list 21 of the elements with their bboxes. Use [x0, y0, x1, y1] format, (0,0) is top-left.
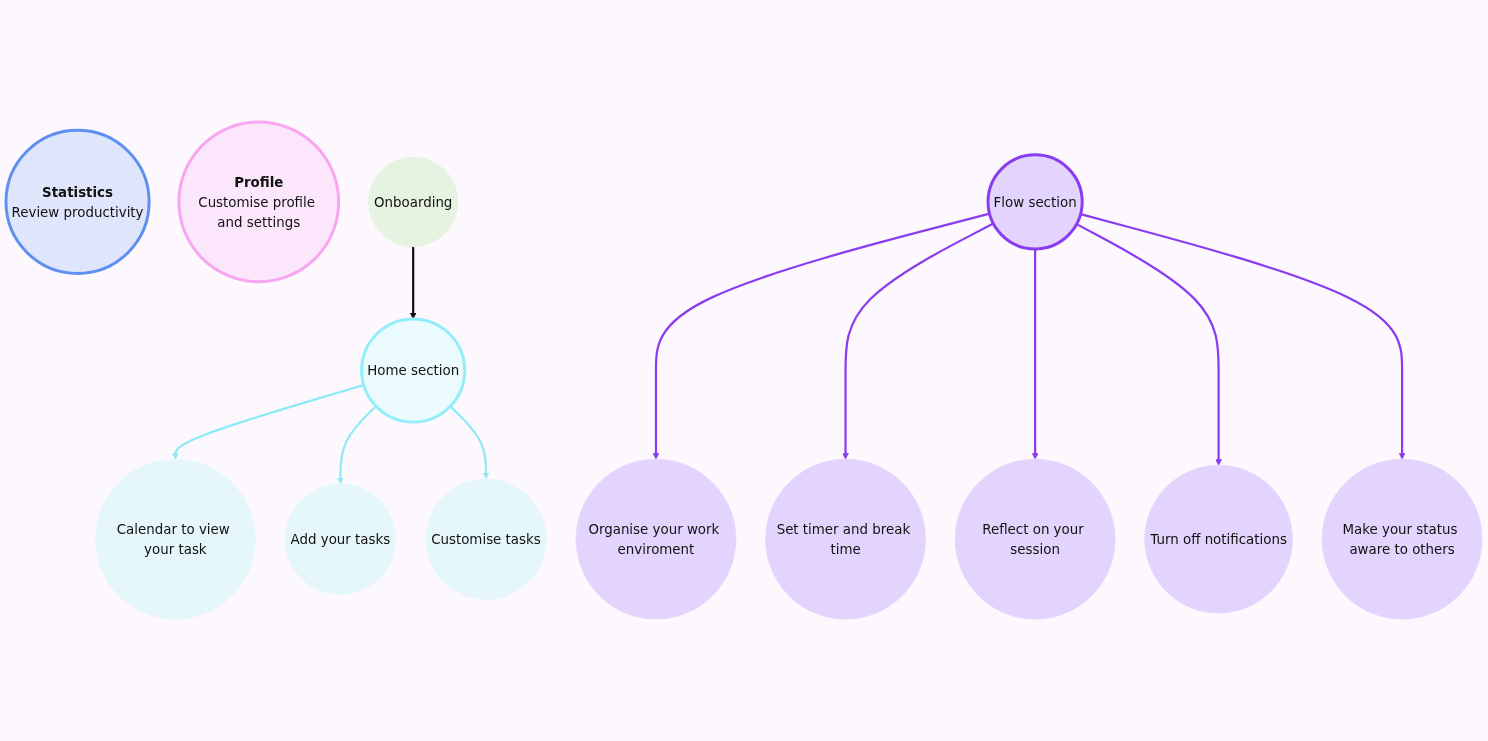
arrow — [449, 405, 490, 480]
node-circle: Set timer and break time — [765, 458, 926, 620]
arrow — [1076, 223, 1222, 466]
node-circle: Profile Customise profile and settings — [177, 120, 341, 284]
node-circle: Home section — [360, 317, 467, 424]
node-circle: Add your tasks — [284, 483, 397, 595]
node-circle: Flow section — [986, 153, 1084, 251]
node-circle: Statistics Review productivity — [4, 128, 151, 275]
node-circle: Calendar to view your task — [95, 458, 256, 620]
arrow — [842, 222, 994, 460]
node-circle: Reflect on your session — [954, 458, 1116, 620]
node-circle: Make your status aware to others — [1321, 458, 1483, 620]
node-circle: Organise your work enviroment — [575, 458, 737, 620]
node-circle: Turn off notifications — [1144, 464, 1293, 614]
arrow — [652, 212, 990, 460]
arrow — [409, 246, 417, 320]
arrow — [337, 405, 377, 485]
arrow — [1080, 212, 1406, 460]
arrow — [1031, 248, 1039, 460]
node-circle: Customise tasks — [425, 478, 547, 600]
node-circle: Onboarding — [368, 156, 459, 247]
